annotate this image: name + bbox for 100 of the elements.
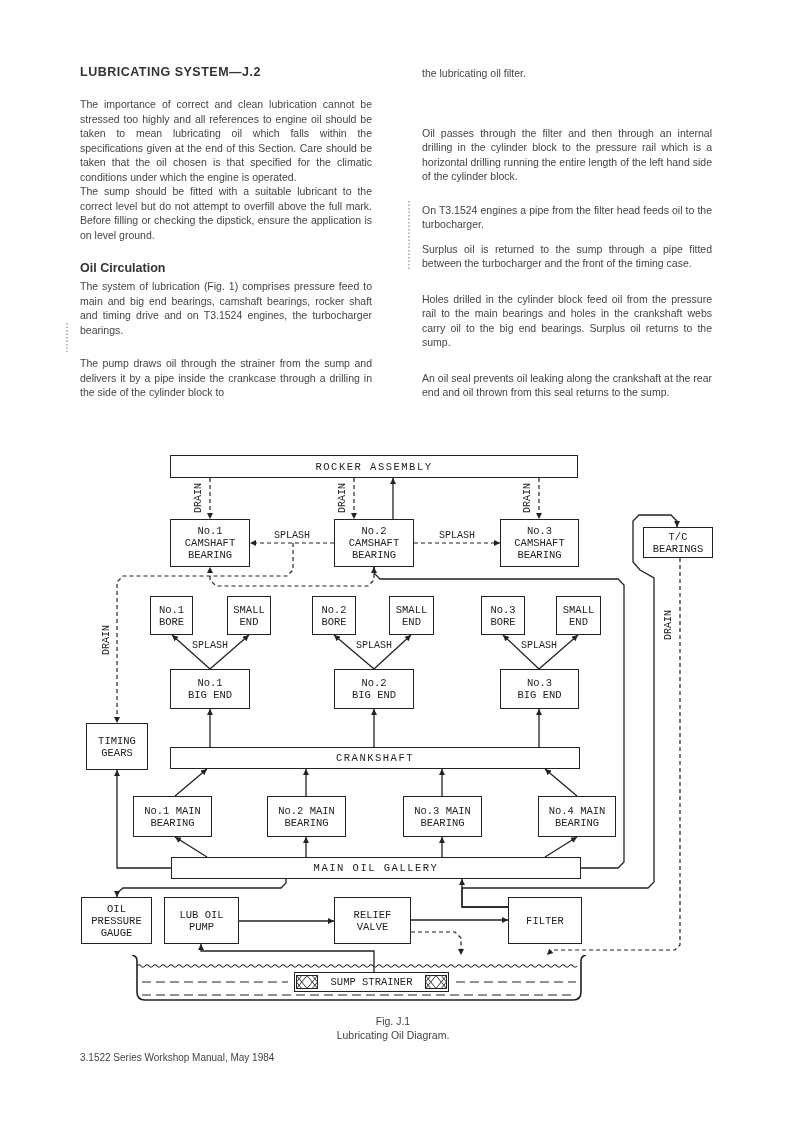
component-label: MAIN OIL GALLERY [313,862,439,874]
component-label: No.3 BIG END [516,677,563,701]
edge-label: SPLASH [520,639,558,651]
component-box [171,857,581,879]
component-label: No.3 MAIN BEARING [413,804,472,829]
arrow [303,768,309,797]
dashed-arrow [207,566,375,587]
component-box [643,527,713,558]
component-box [227,596,271,635]
edge-label: DRAIN [192,482,204,514]
sump-tray [130,955,588,1001]
component-box [133,796,212,837]
component-label: No.2 BIG END [350,677,398,701]
dashed-arrow [410,931,464,956]
component-label: No.3 BORE [489,603,517,628]
body-paragraph: Oil passes through the filter and then through an internal drilling in the cylinder block to the pressure rail which is a horizontal drilling running the entire length of the left hand side of the cylinder block. [422,125,712,184]
component-label: No.1 BIG END [186,677,234,701]
body-paragraph: Surplus oil is returned to the sump through a pipe fitted between the turbocharger and the front of the timing case. [422,241,712,271]
arrow [439,768,445,797]
arrow [171,634,211,670]
arrow [373,634,412,670]
edge-label: DRAIN [662,609,674,641]
component-label: T/C BEARINGS [651,530,705,555]
component-label: OIL PRESSURE GAUGE [90,902,143,939]
component-box [403,796,482,837]
component-label: FILTER [526,914,564,927]
component-label: No.2 CAMSHAFT BEARING [347,525,401,561]
edge-label: DRAIN [521,482,533,514]
body-paragraph: Holes drilled in the cylinder block feed oil from the pressure rail to the main bearings and holes in the crankshaft webs carry oil to the big end bearings. Surplus oil returns to the sump. [422,291,712,350]
component-box [170,519,250,567]
body-paragraph: On T3.1524 engines a pipe from the filter head feeds oil to the turbocharger. [422,202,712,232]
page-title: LUBRICATING SYSTEM—J.2 [80,64,262,80]
arrow [536,708,542,748]
body-paragraph: An oil seal prevents oil leaking along the crankshaft at the rear end and oil thrown from this seal returns to the sump. [422,370,712,400]
arrow [390,477,396,520]
component-label: No.2 MAIN BEARING [277,804,336,829]
component-label: CRANKSHAFT [336,752,414,764]
figure-caption: Fig. J.1 Lubricating Oil Diagram. [335,1015,451,1042]
dashed-arrow [351,477,357,520]
dashed-arrow [249,540,335,546]
component-box [164,897,239,944]
arrow [502,634,540,670]
component-box [556,596,601,635]
edge-label: SPLASH [273,529,311,541]
section-heading: Oil Circulation [80,260,167,276]
component-box [86,723,148,770]
component-label: No.1 CAMSHAFT BEARING [183,525,237,561]
strainer-box [294,972,449,992]
component-label: SUMP STRAINER [330,976,413,988]
component-box [150,596,193,635]
edge-label: DRAIN [100,624,112,656]
component-box [170,669,250,709]
arrow [209,634,250,670]
body-paragraph: The system of lubrication (Fig. 1) comprises pressure feed to main and big end bearings, camshaft bearings, rocker shaft and timing drive and on T3.1524 engines, the turbocharger bearings. [80,279,372,337]
body-paragraph: The pump draws oil through the strainer from the sump and delivers it by a pipe inside the crankcase through a drilling in the side of the cylinder block to [80,356,372,400]
component-label: No.1 MAIN BEARING [143,804,202,829]
component-label: No.4 MAIN BEARING [547,804,607,829]
component-box [334,897,411,944]
component-label: LUB OIL PUMP [178,908,225,933]
arrow [410,917,509,923]
arrow [114,878,287,898]
component-box [312,596,356,635]
dashed-arrow [207,477,213,520]
edge-label: SPLASH [355,639,393,651]
component-box [170,455,578,478]
arrow [371,708,377,748]
component-box [334,519,414,567]
component-label: SMALL END [561,603,596,628]
arrow [174,836,208,858]
component-box [538,796,616,837]
arrow [461,514,680,908]
arrow [238,918,335,924]
component-box [500,669,579,709]
arrow [174,768,208,797]
arrow [544,768,578,797]
component-box [500,519,579,567]
component-label: TIMING GEARS [97,734,137,759]
component-box [81,897,152,944]
component-label: SMALL END [232,603,266,628]
arrow [198,943,375,973]
dashed-arrow [536,477,542,520]
page-footer: 3.1522 Series Workshop Manual, May 1984 [80,1051,275,1064]
arrow [333,634,375,670]
component-box [389,596,434,635]
dashed-arrow [114,542,294,724]
component-box [170,747,580,769]
body-paragraph: The importance of correct and clean lubrication cannot be stressed too highly and all references to engine oil should be taken to mean lubricating oil which falls within the specifications given at the end of this Section. Care should be taken that the oil chosen is that specified for the climatic conditions under which the engine is operated. [80,97,372,184]
component-box [334,669,414,709]
component-label: RELIEF VALVE [352,908,393,933]
component-label: ROCKER ASSEMBLY [315,460,433,473]
edge-label: DRAIN [336,482,348,514]
component-box [481,596,525,635]
arrow [303,836,309,858]
edge-label: SPLASH [191,639,229,651]
arrow [207,708,213,748]
body-paragraph: The sump should be fitted with a suitable lubricant to the correct level but do not attempt to overfill above the full mark. Before filling or checking the dipstick, ensure the application is on level ground. [80,184,372,242]
component-box [267,796,346,837]
dashed-arrow [546,557,681,956]
component-label: No.1 BORE [157,603,186,628]
dashed-arrow [413,540,501,546]
